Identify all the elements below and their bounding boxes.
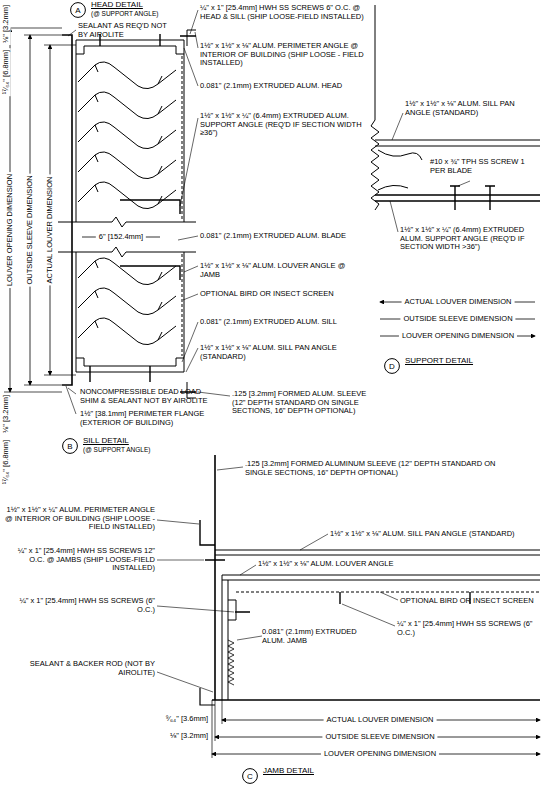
- dimension-text: ⅛" [3.2mm]: [2, 393, 11, 435]
- detail-title: JAMB DETAIL: [263, 767, 314, 776]
- callout-label: SEALANT AS REQ'D NOT BY AIROLITE: [78, 22, 173, 39]
- callout-label: 1½" x 1½" x ⅛" ALUM. SILL PAN ANGLE (STA…: [330, 530, 530, 539]
- detail-letter: C: [242, 768, 258, 784]
- callout-label: LOUVER OPENING DIMENSION: [321, 750, 439, 759]
- detail-letter: D: [384, 358, 400, 374]
- callout-label: ¼" x 1" [25.4mm] HWH SS SCREWS 12" O.C. …: [5, 547, 155, 573]
- callout-label: SEALANT & BACKER ROD (NOT BY AIROLITE): [5, 660, 155, 677]
- louver-blade: [78, 122, 176, 149]
- louver-blade: [78, 92, 176, 119]
- callout-label: 1½" x 1½" x ¼" ALUM. PERIMETER ANGLE @ I…: [5, 506, 155, 532]
- dimension-text: OUTSIDE SLEEVE DIMENSION: [26, 173, 35, 286]
- detail-marker: AHEAD DETAIL(@ SUPPORT ANGLE): [70, 2, 86, 18]
- dimension-text: ¹⁷⁄₆₄" [6.8mm]: [2, 438, 11, 486]
- louver-blade: [78, 62, 176, 89]
- callout-label: 1½" x 1½" x ⅛" ALUM. SILL PAN ANGLE (STA…: [405, 100, 535, 117]
- detail-subtitle: (@ SUPPORT ANGLE): [91, 10, 158, 17]
- louver-blade: [78, 152, 176, 179]
- callout-label: OPTIONAL BIRD OR INSECT SCREEN: [400, 597, 540, 606]
- louver-blade: [78, 182, 176, 209]
- detail-title: SILL DETAIL: [83, 437, 129, 446]
- dimension-text: ¹⁷⁄₆₄" [6.8mm]: [2, 48, 11, 96]
- callout-label: 1½" x 1½" x ¼" (6.4mm) EXTRUDED ALUM. SU…: [400, 226, 535, 252]
- callout-label: 1½" x 1½" x ⅛" ALUM. PERIMETER ANGLE @ I…: [200, 42, 365, 68]
- callout-label: .125 [3.2mm] FORMED ALUM. SLEEVE (12" DE…: [232, 390, 372, 416]
- detail-subtitle: (@ SUPPORT ANGLE): [83, 446, 150, 453]
- louver-blade: [78, 288, 176, 315]
- detail-marker: BSILL DETAIL(@ SUPPORT ANGLE): [62, 438, 78, 454]
- callout-label: OUTSIDE SLEEVE DIMENSION: [322, 733, 437, 742]
- callout-label: 0.081" (2.1mm) EXTRUDED ALUM. HEAD: [200, 82, 350, 91]
- callout-label: ACTUAL LOUVER DIMENSION: [402, 298, 515, 307]
- callout-label: ¼" x 1" [25.4mm] HWH SS SCREWS (6" O.C.): [5, 597, 155, 614]
- callout-label: #10 x ¾" TPH SS SCREW 1 PER BLADE: [430, 158, 530, 175]
- detail-title: SUPPORT DETAIL: [405, 357, 473, 366]
- callout-label: 1½" [38.1mm] PERIMETER FLANGE (EXTERIOR …: [80, 410, 220, 427]
- callout-label: 6" [152.4mm]: [96, 233, 146, 242]
- callout-label: 1½" x 1½" x ⅛" ALUM. SILL PAN ANGLE (STA…: [200, 344, 365, 361]
- callout-label: 0.081" (2.1mm) EXTRUDED ALUM. BLADE: [200, 232, 365, 241]
- callout-label: ¼" x 1" [25.4mm] HWH SS SCREWS (6" O.C.): [397, 620, 537, 637]
- callout-label: ACTUAL LOUVER DIMENSION: [324, 716, 437, 725]
- callout-label: ⁹⁄₆₄" [3.6mm]: [118, 715, 208, 724]
- callout-label: 0.081" (2.1mm) EXTRUDED ALUM. JAMB: [262, 628, 362, 645]
- callout-label: 1½" x 1½" x ⅛" ALUM. LOUVER ANGLE: [258, 560, 433, 569]
- detail-letter: A: [70, 2, 86, 18]
- detail-marker: CJAMB DETAIL: [242, 768, 258, 784]
- detail-letter: B: [62, 438, 78, 454]
- detail-marker: DSUPPORT DETAIL: [384, 358, 400, 374]
- callout-label: LOUVER OPENING DIMENSION: [399, 332, 517, 341]
- callout-label: 0.081" (2.1mm) EXTRUDED ALUM. SILL: [200, 318, 350, 327]
- dimension-text: ⅛" [3.2mm]: [2, 3, 11, 45]
- dimension-text: LOUVER OPENING DIMENSION: [6, 172, 15, 288]
- detail-title: HEAD DETAIL: [91, 1, 143, 10]
- louver-blade: [78, 318, 176, 345]
- callout-label: .125 [3.2mm] FORMED ALUMINUM SLEEVE (12"…: [245, 460, 525, 477]
- callout-label: 1½" x 1½" x ¼" (6.4mm) EXTRUDED ALUM. SU…: [200, 112, 365, 138]
- dimension-text: ACTUAL LOUVER DIMENSION: [46, 175, 55, 286]
- callout-label: OUTSIDE SLEEVE DIMENSION: [400, 315, 515, 324]
- callout-label: 1½" x 1½" x ⅛" ALUM. LOUVER ANGLE @ JAMB: [200, 262, 365, 279]
- callout-label: ⅛" [3.2mm]: [118, 732, 208, 741]
- louver-blade: [78, 258, 176, 285]
- callout-label: OPTIONAL BIRD OR INSECT SCREEN: [200, 290, 350, 299]
- callout-label: ¼" x 1" [25.4mm] HWH SS SCREWS 6" O.C. @…: [200, 4, 365, 21]
- callout-label: NONCOMPRESSIBLE DEAD LOAD SHIM & SEALANT…: [80, 388, 220, 405]
